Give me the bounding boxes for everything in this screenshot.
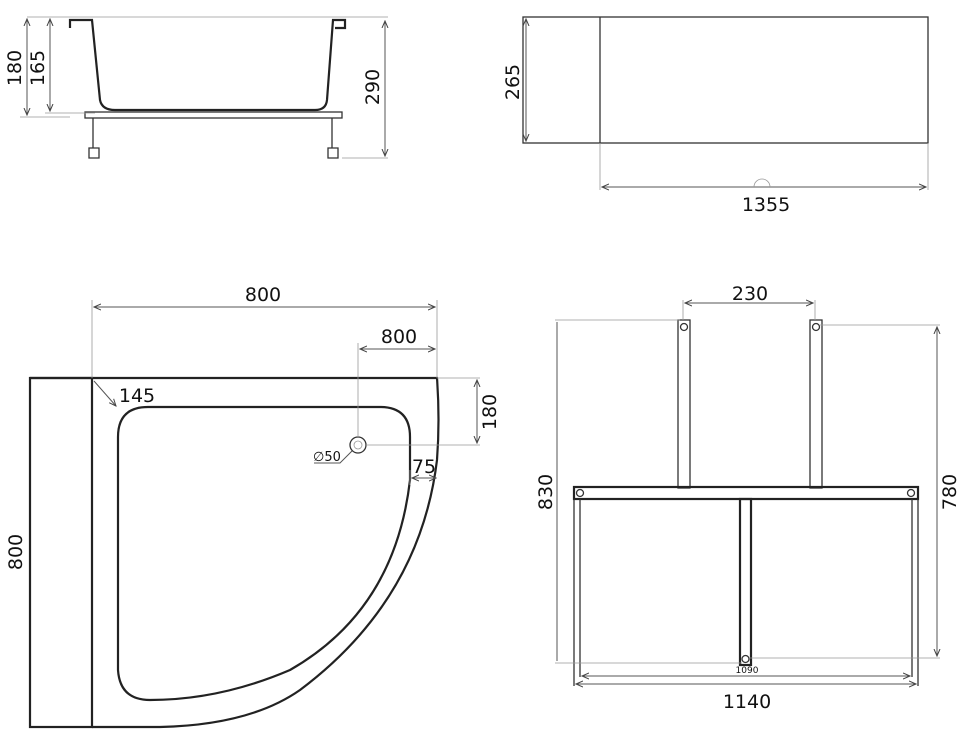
dim-1090-label: 1090: [736, 666, 759, 676]
dim-145-label: 145: [119, 385, 155, 407]
frame-view: 230 830 780 1090 1140: [535, 283, 961, 713]
dim-230-label: 230: [732, 283, 768, 305]
dim-1140-label: 1140: [723, 691, 771, 713]
side-view: 180 165 290: [4, 16, 388, 159]
dim-180-label: 180: [4, 50, 26, 86]
dim-265-label: 265: [502, 64, 524, 100]
dim-830-label: 830: [535, 474, 557, 510]
dim-165-label: 165: [27, 50, 49, 86]
dim-drain-800-label: 800: [381, 326, 417, 348]
dim-75-label: 75: [412, 456, 436, 478]
dim-1355-label: 1355: [742, 194, 790, 216]
front-view: 265 1355: [502, 16, 929, 216]
dim-290-label: 290: [362, 69, 384, 105]
drain-diameter-label: ∅50: [313, 450, 341, 465]
dim-depth-800-label: 800: [5, 534, 27, 570]
plan-view: 800 800 180 75 145 ∅50 800: [5, 284, 501, 729]
dim-width-800-label: 800: [245, 284, 281, 306]
dim-780-label: 780: [939, 474, 961, 510]
dim-drain-180-label: 180: [479, 394, 501, 430]
